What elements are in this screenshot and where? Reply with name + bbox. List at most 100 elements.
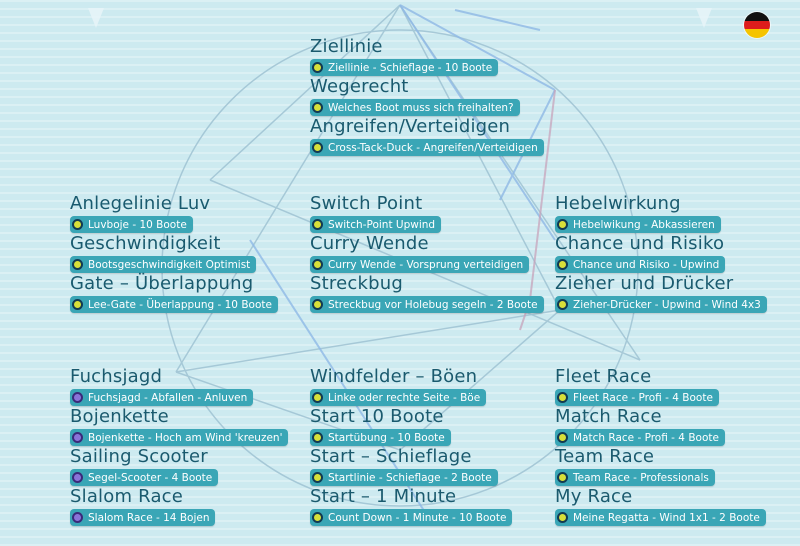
exercise-button-label: Startübung - 10 Boote [328,431,445,444]
exercise-button-label: Match Race - Profi - 4 Boote [573,431,719,444]
exercise-button[interactable]: Slalom Race - 14 Bojen [70,509,216,526]
exercise-title: Switch Point [310,193,423,214]
status-dot-icon [312,512,323,523]
exercise-button[interactable]: Hebelwikung - Abkassieren [555,216,721,233]
exercise-title: Hebelwirkung [555,193,681,214]
exercise-button-label: Slalom Race - 14 Bojen [88,511,210,524]
exercise-title: Curry Wende [310,233,429,254]
exercise-button[interactable]: Streckbug vor Holebug segeln - 2 Boote [310,296,544,313]
exercise-title: Zieher und Drücker [555,273,734,294]
status-dot-icon [72,392,83,403]
status-dot-icon [557,392,568,403]
exercise-button-label: Startlinie - Schieflage - 2 Boote [328,471,492,484]
exercise-title: Gate – Überlappung [70,273,254,294]
exercise-button[interactable]: Cross-Tack-Duck - Angreifen/Verteidigen [310,139,544,156]
exercise-button[interactable]: Fuchsjagd - Abfallen - Anluven [70,389,254,406]
exercise-button[interactable]: Welches Boot muss sich freihalten? [310,99,520,116]
exercise-button[interactable]: Curry Wende - Vorsprung verteidigen [310,256,530,273]
status-dot-icon [312,259,323,270]
exercise-button-label: Cross-Tack-Duck - Angreifen/Verteidigen [328,141,538,154]
status-dot-icon [557,299,568,310]
exercise-button-label: Team Race - Professionals [573,471,709,484]
exercise-button-label: Streckbug vor Holebug segeln - 2 Boote [328,298,538,311]
status-dot-icon [72,472,83,483]
exercise-button[interactable]: Team Race - Professionals [555,469,715,486]
exercise-button[interactable]: Bootsgeschwindigkeit Optimist [70,256,257,273]
exercise-button[interactable]: Segel-Scooter - 4 Boote [70,469,219,486]
exercise-button-label: Hebelwikung - Abkassieren [573,218,715,231]
exercise-button[interactable]: Linke oder rechte Seite - Böe [310,389,487,406]
exercise-button-label: Bojenkette - Hoch am Wind 'kreuzen' [88,431,283,444]
exercise-button-label: Curry Wende - Vorsprung verteidigen [328,258,524,271]
status-dot-icon [312,472,323,483]
exercise-button-label: Ziellinie - Schieflage - 10 Boote [328,61,493,74]
exercise-button[interactable]: Count Down - 1 Minute - 10 Boote [310,509,513,526]
exercise-button[interactable]: Fleet Race - Profi - 4 Boote [555,389,719,406]
exercise-title: Angreifen/Verteidigen [310,116,511,137]
status-dot-icon [312,142,323,153]
exercise-button[interactable]: Startlinie - Schieflage - 2 Boote [310,469,498,486]
exercise-title: Start 10 Boote [310,406,444,427]
exercise-title: Start – Schieflage [310,446,472,467]
exercise-button-label: Count Down - 1 Minute - 10 Boote [328,511,507,524]
exercise-button[interactable]: Zieher-Drücker - Upwind - Wind 4x3 [555,296,767,313]
exercise-title: Team Race [555,446,655,467]
status-dot-icon [72,219,83,230]
exercise-button-label: Fuchsjagd - Abfallen - Anluven [88,391,248,404]
exercise-button-label: Lee-Gate - Überlappung - 10 Boote [88,298,272,311]
exercise-button[interactable]: Bojenkette - Hoch am Wind 'kreuzen' [70,429,289,446]
exercise-button[interactable]: Ziellinie - Schieflage - 10 Boote [310,59,499,76]
status-dot-icon [557,259,568,270]
exercise-button[interactable]: Startübung - 10 Boote [310,429,451,446]
status-dot-icon [557,219,568,230]
exercise-title: Slalom Race [70,486,184,507]
exercise-title: Streckbug [310,273,403,294]
exercise-title: Anlegelinie Luv [70,193,211,214]
exercise-button-label: Welches Boot muss sich freihalten? [328,101,514,114]
status-dot-icon [557,432,568,443]
exercise-button[interactable]: Lee-Gate - Überlappung - 10 Boote [70,296,278,313]
exercise-button-label: Meine Regatta - Wind 1x1 - 2 Boote [573,511,760,524]
exercise-button[interactable]: Meine Regatta - Wind 1x1 - 2 Boote [555,509,766,526]
exercise-button-label: Fleet Race - Profi - 4 Boote [573,391,713,404]
exercise-button[interactable]: Luvboje - 10 Boote [70,216,193,233]
exercise-button-label: Zieher-Drücker - Upwind - Wind 4x3 [573,298,761,311]
exercise-title: Geschwindigkeit [70,233,221,254]
status-dot-icon [312,102,323,113]
exercise-button[interactable]: Switch-Point Upwind [310,216,442,233]
exercise-title: Sailing Scooter [70,446,208,467]
exercise-title: Ziellinie [310,36,383,57]
exercise-title: Start – 1 Minute [310,486,457,507]
exercise-title: Chance und Risiko [555,233,725,254]
exercise-title: My Race [555,486,633,507]
exercise-button-label: Segel-Scooter - 4 Boote [88,471,213,484]
exercise-button-label: Switch-Point Upwind [328,218,436,231]
status-dot-icon [72,512,83,523]
exercise-button[interactable]: Chance und Risiko - Upwind [555,256,726,273]
germany-flag-icon[interactable] [744,12,770,38]
exercise-button[interactable]: Match Race - Profi - 4 Boote [555,429,725,446]
status-dot-icon [312,62,323,73]
